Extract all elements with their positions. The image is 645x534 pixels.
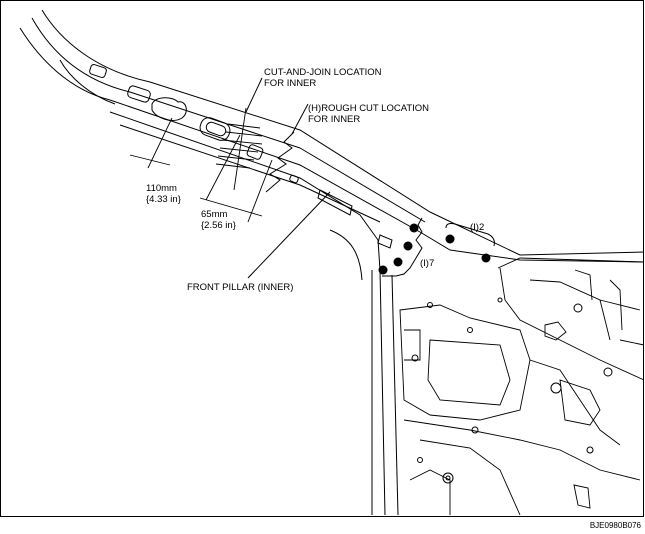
weld-dot: [409, 223, 419, 233]
roof-rail-body: [19, 9, 645, 516]
rough-cut-line2: FOR INNER: [308, 114, 361, 125]
dimension-110-in: {4.33 in}: [146, 194, 181, 205]
rough-cut-label: (H)ROUGH CUT LOCATION FOR INNER: [308, 103, 429, 125]
cut-and-join-line1: CUT-AND-JOIN LOCATION: [264, 67, 382, 78]
figure-code: BJE0980B076: [589, 521, 641, 530]
front-pillar-label: FRONT PILLAR (INNER): [187, 282, 294, 293]
pillar-holes: [89, 64, 393, 249]
weld-dot: [393, 257, 403, 267]
dimension-65-in: {2.56 in}: [201, 220, 236, 231]
dimension-110-label: 110mm {4.33 in}: [146, 183, 181, 205]
weld-dot: [378, 265, 388, 275]
cut-and-join-hatch: [215, 107, 263, 191]
rough-cut-zigzag: [265, 131, 295, 193]
rough-cut-leader: [291, 103, 309, 135]
front-pillar-leader: [247, 191, 331, 279]
spot-welds: [378, 223, 491, 275]
diagram-border: [0, 0, 644, 517]
cut-and-join-label: CUT-AND-JOIN LOCATION FOR INNER: [264, 67, 382, 89]
brace-welds-2: [445, 223, 495, 247]
dimension-110: [129, 117, 241, 201]
welds-2-label: (I)2: [470, 222, 485, 233]
welds-7-label: (I)7: [420, 258, 435, 269]
dimension-65: [199, 159, 273, 223]
dimension-65-mm: 65mm: [201, 209, 228, 220]
dash-panel-holes: [411, 297, 613, 484]
weld-dot: [445, 234, 455, 244]
brace-welds-7: [382, 217, 423, 277]
weld-dot: [403, 241, 413, 251]
dimension-110-mm: 110mm: [146, 183, 177, 194]
weld-dot: [481, 253, 491, 263]
dimension-65-label: 65mm {2.56 in}: [201, 209, 236, 231]
cut-and-join-line2: FOR INNER: [264, 78, 317, 89]
cut-join-leader: [245, 77, 263, 113]
dash-panel: [399, 257, 645, 516]
rough-cut-line1: (H)ROUGH CUT LOCATION: [308, 103, 430, 114]
